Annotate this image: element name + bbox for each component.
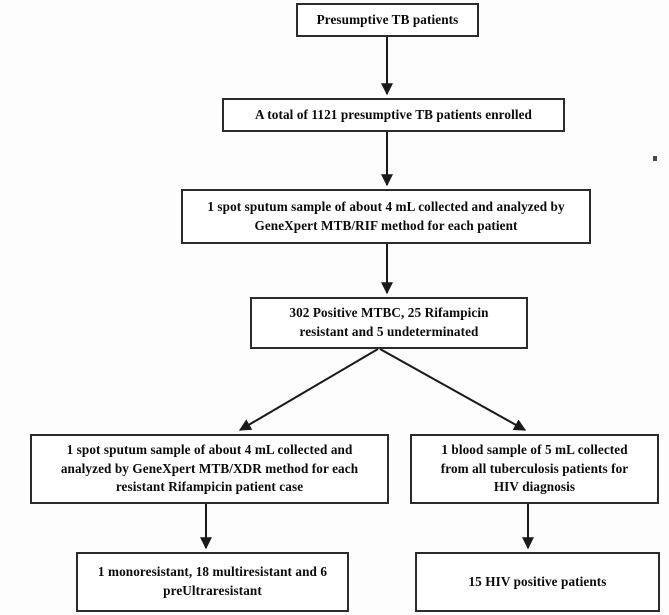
node-presumptive-label: Presumptive TB patients [316, 11, 459, 27]
node-blood-sample-hiv-diagnosis: 1 blood sample of 5 mL collected from al… [410, 434, 659, 504]
node-resistance-final-label: 1 monoresistant, 18 multiresistant and 6… [97, 564, 328, 598]
edge-mtbc-to-sputum-xdr [238, 348, 379, 431]
node-resistance-outcomes: 1 monoresistant, 18 multiresistant and 6… [76, 552, 349, 612]
node-patients-enrolled: A total of 1121 presumptive TB patients … [222, 98, 565, 132]
node-sputum-sample-mtb-rif: 1 spot sputum sample of about 4 mL colle… [181, 189, 591, 244]
node-hiv-final-label: 15 HIV positive patients [468, 573, 607, 589]
node-sputum-rif-label: 1 spot sputum sample of about 4 mL colle… [207, 198, 565, 233]
node-presumptive-tb-patients: Presumptive TB patients [296, 3, 479, 37]
edge-mtbc-to-blood-hiv [379, 348, 527, 431]
node-sputum-xdr-label: 1 spot sputum sample of about 4 mL colle… [60, 441, 359, 495]
node-enrolled-label: A total of 1121 presumptive TB patients … [255, 106, 532, 122]
scan-artifact-speck [653, 156, 657, 161]
node-mtbc-results-label: 302 Positive MTBC, 25 Rifampicin resista… [289, 305, 489, 339]
node-mtbc-positive-results: 302 Positive MTBC, 25 Rifampicin resista… [250, 297, 528, 349]
node-sputum-sample-mtb-xdr: 1 spot sputum sample of about 4 mL colle… [30, 434, 389, 504]
node-hiv-positive-patients: 15 HIV positive patients [415, 552, 660, 612]
node-blood-hiv-label: 1 blood sample of 5 mL collected from al… [440, 441, 629, 495]
